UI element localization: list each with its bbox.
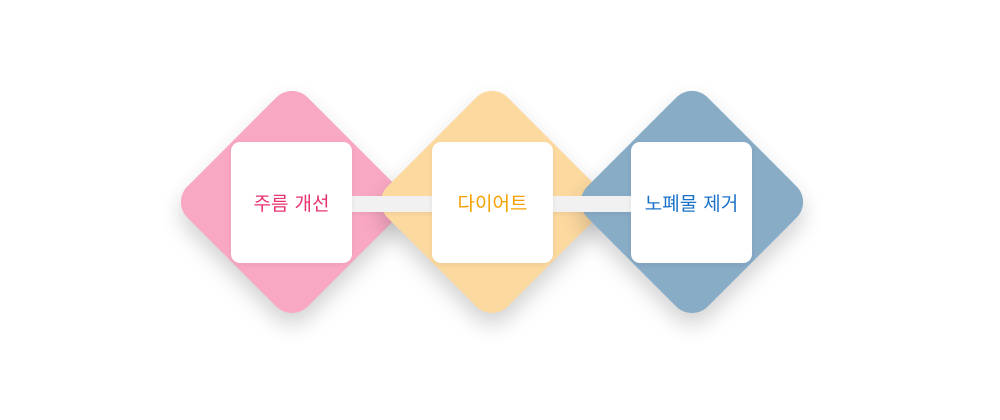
- step-card-1: 주름 개선: [231, 142, 352, 263]
- step-label-1: 주름 개선: [253, 193, 330, 215]
- connector-2-3: [551, 196, 633, 212]
- step-label-3: 노폐물 제거: [644, 193, 739, 215]
- step-card-3: 노폐물 제거: [631, 142, 752, 263]
- connector-1-2: [350, 196, 434, 212]
- step-label-2: 다이어트: [457, 193, 528, 215]
- step-card-2: 다이어트: [432, 142, 553, 263]
